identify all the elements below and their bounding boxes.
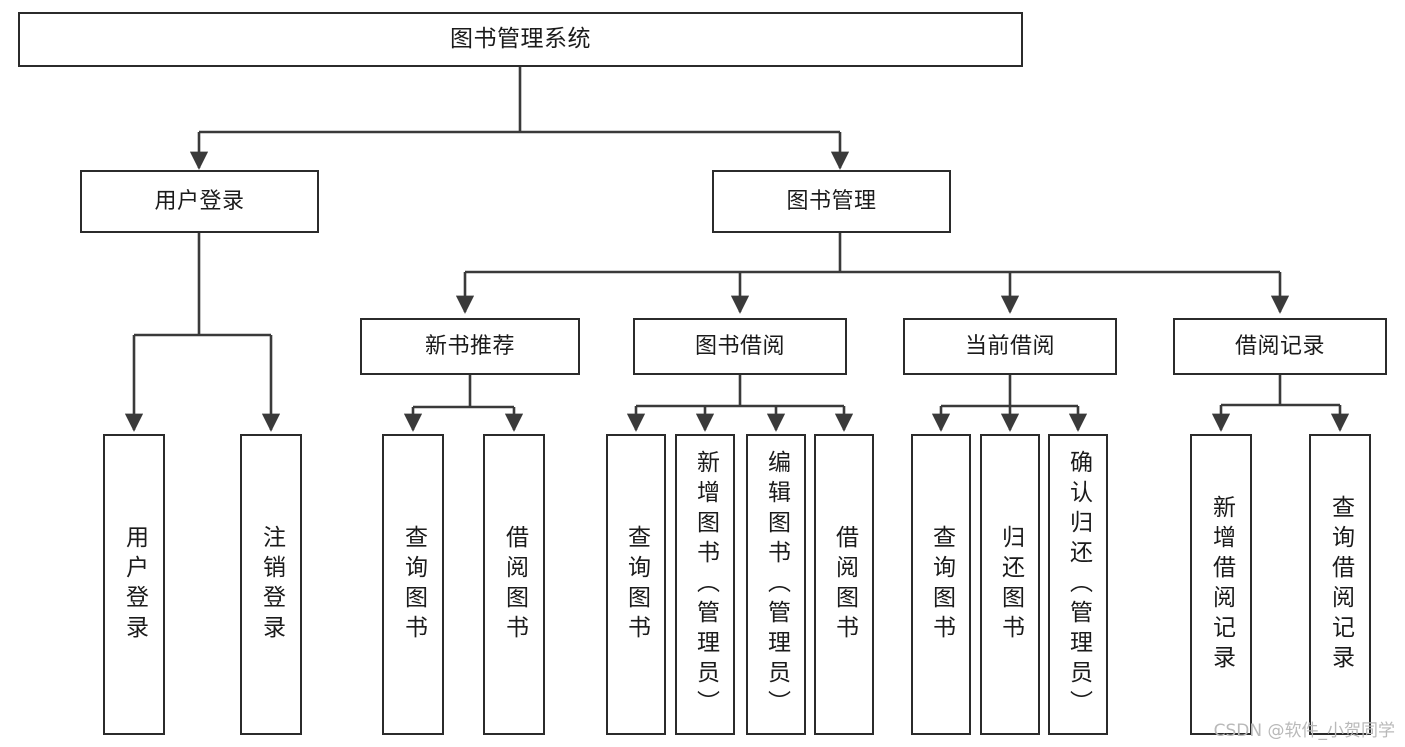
leaf-borrow-borrow-book[interactable]: 借阅图书 <box>814 434 874 735</box>
node-label: 借阅记录 <box>1234 333 1325 359</box>
node-label: 图书管理 <box>786 188 877 214</box>
node-label: 图书管理系统 <box>450 26 591 53</box>
node-user-login[interactable]: 用户登录 <box>80 170 319 233</box>
leaf-record-query-borrow-record[interactable]: 查询借阅记录 <box>1309 434 1371 735</box>
node-label: 查询图书 <box>928 524 955 645</box>
node-current-borrow[interactable]: 当前借阅 <box>903 318 1117 375</box>
node-label: 归还图书 <box>997 524 1024 645</box>
node-label: 新增借阅记录 <box>1208 494 1235 675</box>
node-label: 图书借阅 <box>694 333 785 359</box>
leaf-borrow-edit-book-admin[interactable]: 编辑图书（管理员） <box>746 434 806 735</box>
leaf-new-book-borrow[interactable]: 借阅图书 <box>483 434 545 735</box>
node-label: 新增图书（管理员） <box>692 449 719 720</box>
node-book-management[interactable]: 图书管理 <box>712 170 951 233</box>
leaf-current-return-book[interactable]: 归还图书 <box>980 434 1040 735</box>
node-book-borrow[interactable]: 图书借阅 <box>633 318 847 375</box>
node-label: 查询借阅记录 <box>1327 494 1354 675</box>
leaf-new-book-query[interactable]: 查询图书 <box>382 434 444 735</box>
leaf-borrow-query-book[interactable]: 查询图书 <box>606 434 666 735</box>
leaf-user-login-login[interactable]: 用户登录 <box>103 434 165 735</box>
leaf-current-confirm-return-admin[interactable]: 确认归还（管理员） <box>1048 434 1108 735</box>
leaf-record-add-borrow-record[interactable]: 新增借阅记录 <box>1190 434 1252 735</box>
node-label: 确认归还（管理员） <box>1065 449 1092 720</box>
node-new-book-recommendation[interactable]: 新书推荐 <box>360 318 580 375</box>
leaf-current-query-book[interactable]: 查询图书 <box>911 434 971 735</box>
leaf-borrow-add-book-admin[interactable]: 新增图书（管理员） <box>675 434 735 735</box>
node-label: 借阅图书 <box>501 524 528 645</box>
node-label: 查询图书 <box>400 524 427 645</box>
node-label: 借阅图书 <box>831 524 858 645</box>
node-label: 编辑图书（管理员） <box>763 449 790 720</box>
node-label: 注销登录 <box>258 524 285 645</box>
node-label: 查询图书 <box>623 524 650 645</box>
node-label: 用户登录 <box>121 524 148 645</box>
node-borrow-record[interactable]: 借阅记录 <box>1173 318 1387 375</box>
node-label: 新书推荐 <box>424 333 515 359</box>
node-label: 当前借阅 <box>964 333 1055 359</box>
leaf-user-login-logout[interactable]: 注销登录 <box>240 434 302 735</box>
csdn-watermark: CSDN @软件_小贺同学 <box>1213 721 1395 741</box>
node-label: 用户登录 <box>154 188 245 214</box>
node-root-book-management-system[interactable]: 图书管理系统 <box>18 12 1023 67</box>
